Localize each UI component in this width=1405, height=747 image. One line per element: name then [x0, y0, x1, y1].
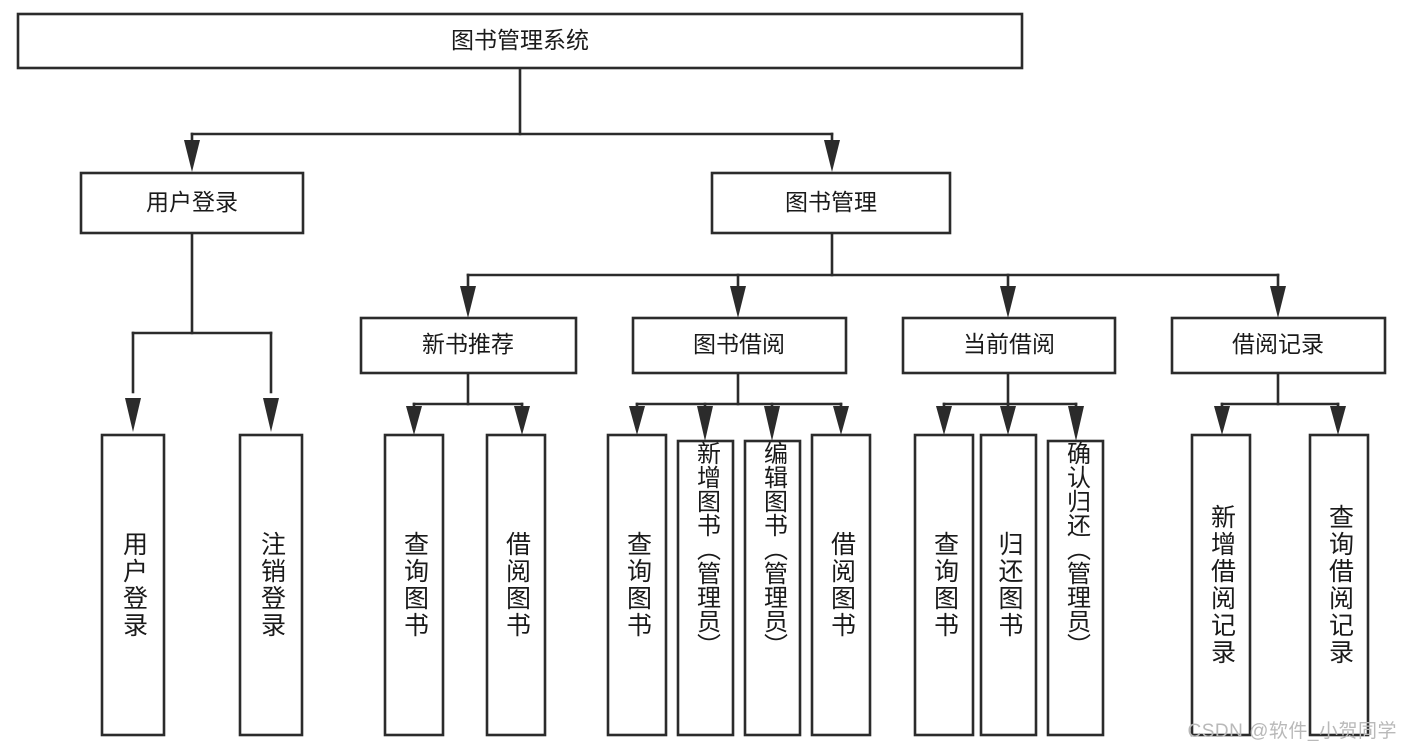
- leaf-box-user-login[interactable]: [100, 433, 166, 737]
- leaf-box-query-book-3[interactable]: [913, 433, 975, 737]
- node-book-manage-label: 图书管理: [785, 189, 877, 215]
- node-root-label: 图书管理系统: [451, 27, 589, 53]
- node-user-login[interactable]: 用户登录: [79, 171, 305, 235]
- node-book-manage[interactable]: 图书管理: [710, 171, 952, 235]
- node-current-borrow-label: 当前借阅: [963, 331, 1055, 357]
- leaf-box-query-book-1[interactable]: [383, 433, 445, 737]
- connector-borrowrecord-to-leaves: [1214, 371, 1346, 435]
- watermark-text: CSDN @软件_小贺同学: [1187, 721, 1397, 742]
- node-borrow-record-label: 借阅记录: [1232, 331, 1324, 357]
- connector-root-to-level1: [184, 66, 840, 172]
- arrow-to-current-borrow: [1000, 286, 1016, 318]
- connector-borrowbook-to-leaves: [629, 371, 849, 441]
- node-user-login-label: 用户登录: [146, 189, 238, 215]
- arrow-to-user-login: [184, 140, 200, 172]
- node-root[interactable]: 图书管理系统: [16, 12, 1024, 70]
- leaf-box-confirm-return-admin[interactable]: [1046, 439, 1105, 737]
- node-new-book-recommend-label: 新书推荐: [422, 331, 514, 357]
- node-book-borrow[interactable]: 图书借阅: [631, 316, 848, 375]
- leaf-box-return-book[interactable]: [979, 433, 1038, 737]
- arrow-to-leaf-logout: [263, 398, 279, 432]
- arrow-to-book-manage: [824, 140, 840, 172]
- node-new-book-recommend[interactable]: 新书推荐: [359, 316, 578, 375]
- arrow-to-new-book: [460, 286, 476, 318]
- leaf-box-borrow-book-1[interactable]: [485, 433, 547, 737]
- node-current-borrow[interactable]: 当前借阅: [901, 316, 1117, 375]
- leaf-box-add-borrow-record[interactable]: [1190, 433, 1252, 737]
- leaf-box-query-borrow-record[interactable]: [1308, 433, 1370, 737]
- leaf-box-logout[interactable]: [238, 433, 304, 737]
- node-book-borrow-label: 图书借阅: [693, 331, 785, 357]
- arrow-to-leaf-user-login: [125, 398, 141, 432]
- leaf-box-borrow-book-2[interactable]: [810, 433, 872, 737]
- connector-bookmanage-to-level2: [460, 231, 1286, 318]
- leaf-box-edit-book-admin[interactable]: [743, 439, 802, 737]
- leaf-box-add-book-admin[interactable]: [676, 439, 735, 737]
- arrow-to-borrow-book: [730, 286, 746, 318]
- connector-currentborrow-to-leaves: [936, 371, 1084, 441]
- node-borrow-record[interactable]: 借阅记录: [1170, 316, 1387, 375]
- arrow-to-borrow-record: [1270, 286, 1286, 318]
- leaf-box-query-book-2[interactable]: [606, 433, 668, 737]
- connector-newbook-to-leaves: [406, 371, 530, 435]
- connector-userlogin-to-leaves: [125, 231, 279, 432]
